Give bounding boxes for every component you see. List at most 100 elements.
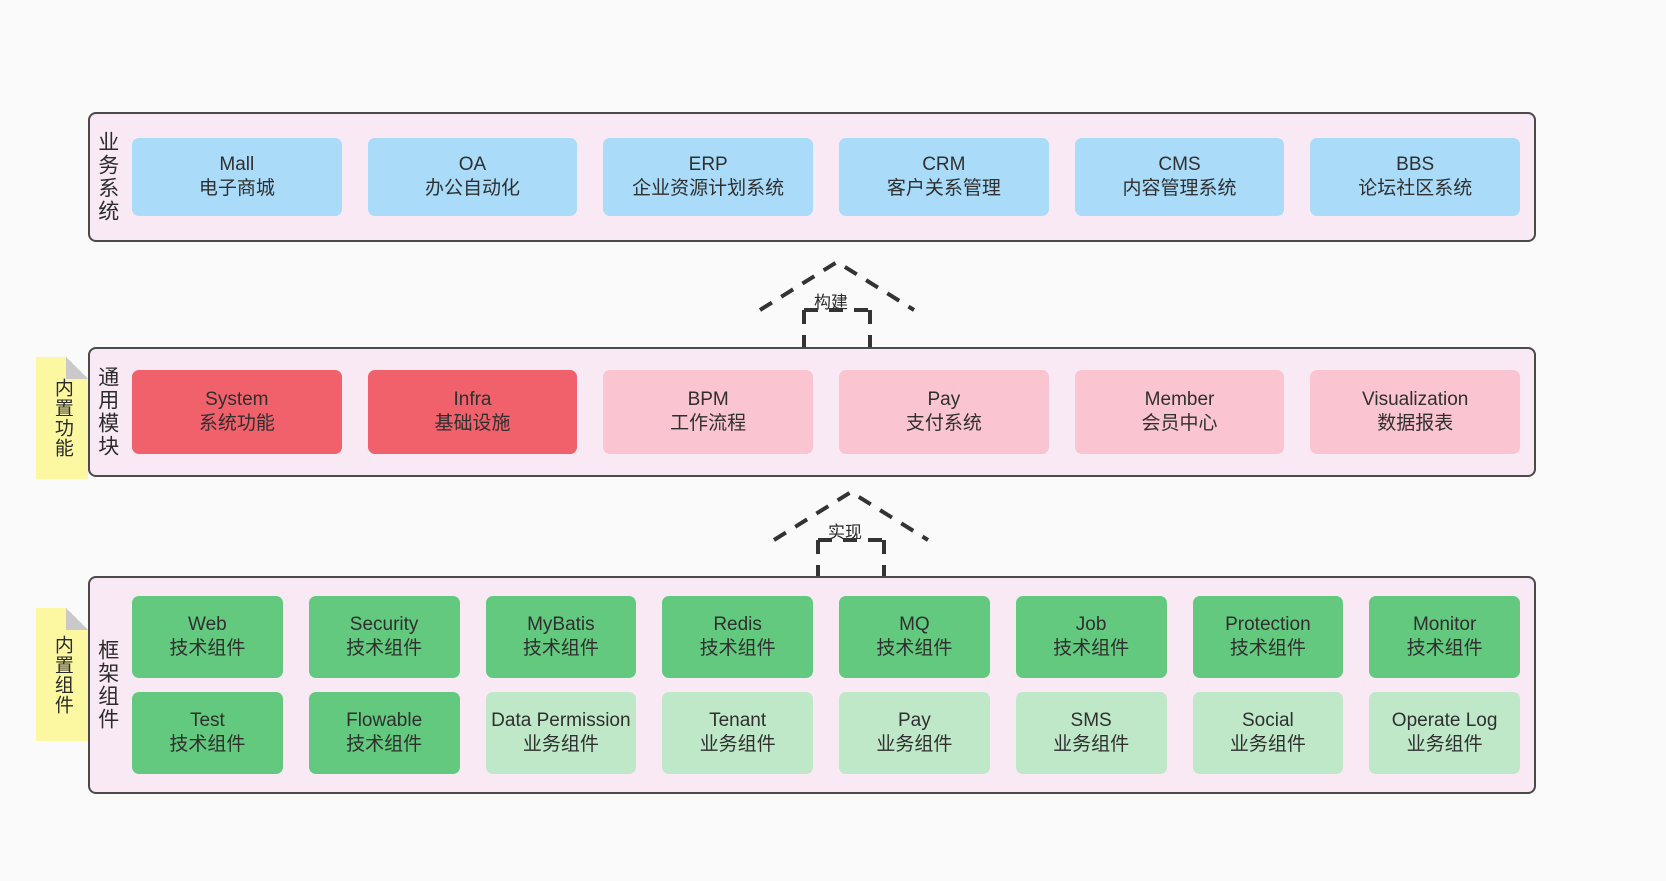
box-title: Mall [219, 154, 255, 176]
note-label: 内置组件 [51, 634, 73, 715]
layer-body-business-systems: Mall 电子商城 OA 办公自动化 ERP 企业资源计划系统 CRM 客户关系… [124, 114, 1534, 240]
box-flowable[interactable]: Flowable 技术组件 [308, 692, 460, 774]
box-erp[interactable]: ERP 企业资源计划系统 [603, 138, 814, 216]
box-title: Tenant [709, 710, 767, 732]
box-subtitle: 办公自动化 [425, 178, 521, 199]
box-data-permission[interactable]: Data Permission 业务组件 [485, 692, 637, 774]
box-bpm[interactable]: BPM 工作流程 [603, 370, 814, 454]
box-title: Monitor [1412, 614, 1477, 636]
box-title: CMS [1158, 154, 1201, 176]
layer-title-framework-components: 框架组件 [95, 639, 119, 731]
box-subtitle: 技术组件 [169, 734, 246, 755]
box-title: Test [189, 710, 225, 732]
layer-body-framework-components: Web 技术组件 Security 技术组件 MyBatis 技术组件 Redi… [124, 578, 1534, 792]
box-subtitle: 客户关系管理 [886, 178, 1001, 199]
connector-implement-label: 实现 [828, 523, 862, 542]
box-title: SMS [1070, 710, 1112, 732]
box-test[interactable]: Test 技术组件 [132, 692, 283, 774]
box-security[interactable]: Security 技术组件 [308, 596, 460, 678]
layer-title-common-modules: 通用模块 [95, 366, 119, 458]
box-job[interactable]: Job 技术组件 [1015, 596, 1167, 678]
box-pay-component[interactable]: Pay 业务组件 [839, 692, 990, 774]
box-mybatis[interactable]: MyBatis 技术组件 [485, 596, 637, 678]
box-title: Visualization [1362, 389, 1469, 411]
cell-row: Test 技术组件 Flowable 技术组件 Data Permission … [132, 692, 1520, 774]
box-subtitle: 业务组件 [522, 734, 599, 755]
layer-body-common-modules: System 系统功能 Infra 基础设施 BPM 工作流程 Pay 支付系统… [124, 349, 1534, 475]
box-title: Member [1144, 389, 1215, 411]
box-crm[interactable]: CRM 客户关系管理 [839, 138, 1049, 216]
box-title: Security [349, 614, 419, 636]
box-subtitle: 工作流程 [670, 413, 747, 434]
box-operate-log[interactable]: Operate Log 业务组件 [1369, 692, 1520, 774]
note-builtin-component: 内置组件 [36, 608, 88, 741]
box-sms[interactable]: SMS 业务组件 [1015, 692, 1167, 774]
box-subtitle: 技术组件 [169, 638, 246, 659]
box-subtitle: 业务组件 [876, 734, 953, 755]
box-cms[interactable]: CMS 内容管理系统 [1074, 138, 1285, 216]
box-title: Pay [927, 389, 961, 411]
box-bbs[interactable]: BBS 论坛社区系统 [1310, 138, 1521, 216]
box-subtitle: 数据报表 [1377, 413, 1454, 434]
box-subtitle: 业务组件 [1406, 734, 1483, 755]
box-subtitle: 基础设施 [434, 413, 511, 434]
box-title: Infra [453, 389, 492, 411]
box-subtitle: 技术组件 [346, 638, 423, 659]
box-subtitle: 技术组件 [876, 638, 953, 659]
box-protection[interactable]: Protection 技术组件 [1192, 596, 1344, 678]
box-title: Protection [1225, 614, 1311, 636]
box-monitor[interactable]: Monitor 技术组件 [1369, 596, 1520, 678]
box-title: Pay [898, 710, 931, 732]
note-builtin-function: 内置功能 [36, 357, 88, 479]
cell-row: System 系统功能 Infra 基础设施 BPM 工作流程 Pay 支付系统… [132, 370, 1521, 454]
box-visualization[interactable]: Visualization 数据报表 [1310, 370, 1521, 454]
box-subtitle: 技术组件 [699, 638, 776, 659]
layer-framework-components: 框架组件 Web 技术组件 Security 技术组件 MyBatis 技术组件… [88, 576, 1536, 794]
box-title: Flowable [346, 710, 423, 732]
box-system[interactable]: System 系统功能 [132, 370, 342, 454]
box-redis[interactable]: Redis 技术组件 [662, 596, 813, 678]
box-subtitle: 业务组件 [1053, 734, 1130, 755]
box-social[interactable]: Social 业务组件 [1192, 692, 1344, 774]
box-mq[interactable]: MQ 技术组件 [839, 596, 990, 678]
cell-row: Mall 电子商城 OA 办公自动化 ERP 企业资源计划系统 CRM 客户关系… [132, 138, 1521, 216]
note-label: 内置功能 [51, 378, 73, 458]
box-title: MQ [899, 614, 930, 636]
box-title: Web [188, 614, 227, 636]
box-title: Job [1075, 614, 1107, 636]
box-oa[interactable]: OA 办公自动化 [367, 138, 578, 216]
box-title: ERP [688, 154, 728, 176]
box-subtitle: 系统功能 [198, 413, 275, 434]
box-subtitle: 支付系统 [905, 413, 982, 434]
box-subtitle: 业务组件 [1229, 734, 1306, 755]
cell-row: Web 技术组件 Security 技术组件 MyBatis 技术组件 Redi… [132, 596, 1520, 678]
box-title: Redis [713, 614, 762, 636]
box-subtitle: 技术组件 [1229, 638, 1306, 659]
box-title: MyBatis [527, 614, 595, 636]
box-subtitle: 业务组件 [699, 734, 776, 755]
box-infra[interactable]: Infra 基础设施 [367, 370, 578, 454]
box-subtitle: 电子商城 [198, 178, 275, 199]
box-title: BPM [687, 389, 729, 411]
box-web[interactable]: Web 技术组件 [132, 596, 283, 678]
connector-build: 构建 [752, 256, 922, 348]
box-title: System [205, 389, 269, 411]
layer-business-systems: 业务系统 Mall 电子商城 OA 办公自动化 ERP 企业资源计划系统 CRM… [88, 112, 1536, 242]
box-subtitle: 会员中心 [1141, 413, 1218, 434]
box-tenant[interactable]: Tenant 业务组件 [662, 692, 813, 774]
box-pay[interactable]: Pay 支付系统 [839, 370, 1049, 454]
box-title: Data Permission [491, 710, 631, 732]
connector-implement: 实现 [766, 486, 936, 578]
box-member[interactable]: Member 会员中心 [1074, 370, 1285, 454]
box-title: Operate Log [1391, 710, 1498, 732]
connector-build-label: 构建 [814, 293, 848, 312]
box-subtitle: 技术组件 [1406, 638, 1483, 659]
box-mall[interactable]: Mall 电子商城 [132, 138, 342, 216]
box-title: OA [458, 154, 487, 176]
box-subtitle: 技术组件 [522, 638, 599, 659]
box-subtitle: 内容管理系统 [1122, 178, 1237, 199]
layer-common-modules: 通用模块 System 系统功能 Infra 基础设施 BPM 工作流程 Pay… [88, 347, 1536, 477]
layer-title-business-systems: 业务系统 [95, 131, 119, 223]
box-title: BBS [1396, 154, 1435, 176]
